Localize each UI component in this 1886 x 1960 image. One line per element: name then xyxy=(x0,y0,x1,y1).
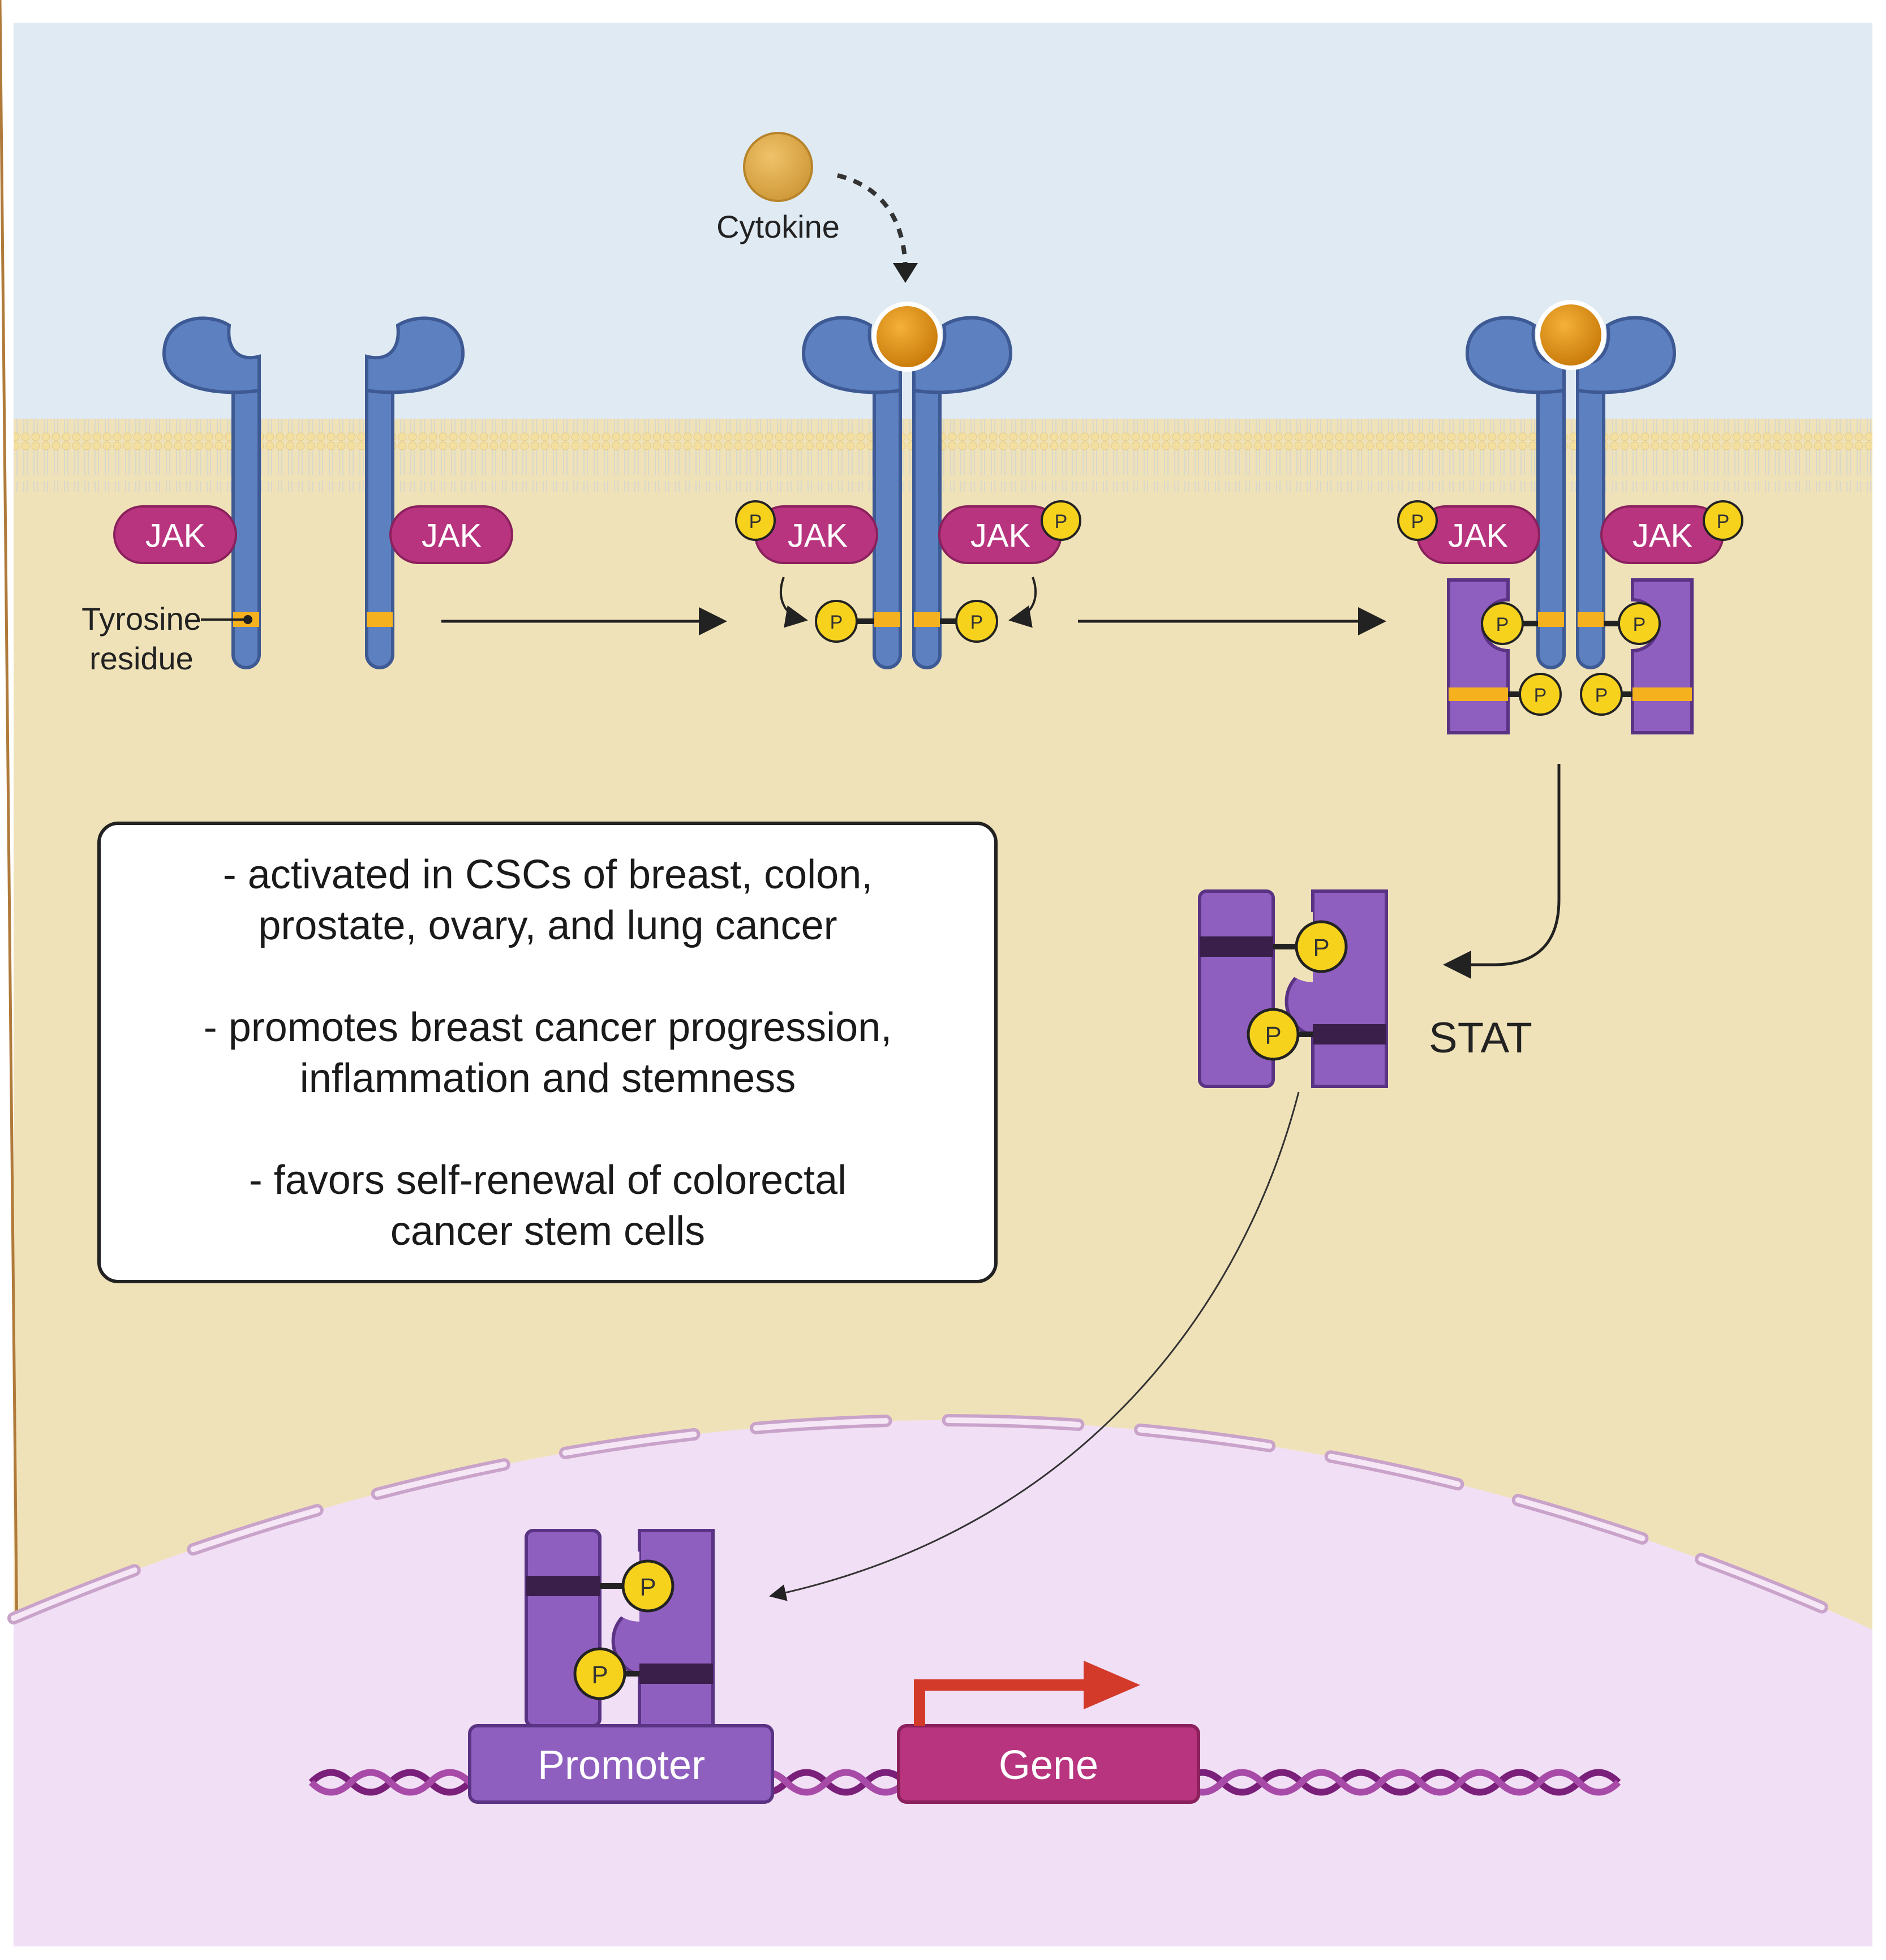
cytokine-binding-arrow xyxy=(837,173,908,272)
receptor-left-inactive xyxy=(162,316,261,669)
cytokine-arrowhead xyxy=(893,263,918,283)
transcription-start-arrow xyxy=(914,1661,1140,1726)
phosphorylation-arrow-right xyxy=(1008,577,1037,628)
cell-edge xyxy=(0,0,19,1641)
svg-text:Tyrosine: Tyrosine xyxy=(81,601,201,637)
jak-right-stage3: JAK P xyxy=(1600,500,1743,564)
receptor-right-inactive xyxy=(365,316,465,669)
svg-text:P: P xyxy=(1534,685,1547,706)
phospho-tyrosine-right-stage2: P xyxy=(940,600,998,643)
svg-text:P: P xyxy=(639,1574,656,1601)
cytokine-bound-stage2 xyxy=(872,302,942,372)
info-line-3: - promotes breast cancer progression, xyxy=(204,1005,892,1050)
info-box: - activated in CSCs of breast, colon, pr… xyxy=(97,822,998,1283)
svg-text:JAK: JAK xyxy=(145,518,206,555)
cytokine-bound-stage3 xyxy=(1536,300,1606,370)
info-line-4: inflammation and stemness xyxy=(300,1056,796,1101)
promoter-box: Promoter xyxy=(468,1724,774,1804)
svg-text:Gene: Gene xyxy=(999,1743,1098,1788)
stat-dimer-cytoplasm: P P xyxy=(1198,889,1388,1088)
svg-text:P: P xyxy=(1313,934,1329,962)
jak-left-stage2: JAK P xyxy=(735,500,878,564)
phospho-tyrosine-left-stage2: P xyxy=(815,600,874,643)
info-line-6: cancer stem cells xyxy=(390,1209,705,1254)
tyrosine-residue-label: Tyrosine residue xyxy=(81,601,252,676)
phosphorylation-arrow-left xyxy=(780,577,808,628)
svg-text:Promoter: Promoter xyxy=(538,1743,705,1788)
cytokine-label: Cytokine xyxy=(716,209,840,244)
svg-text:P: P xyxy=(970,612,983,633)
arrow-translocation xyxy=(769,1091,1300,1601)
svg-text:P: P xyxy=(830,612,843,633)
info-line-1: - activated in CSCs of breast, colon, xyxy=(223,852,873,897)
info-line-2: prostate, ovary, and lung cancer xyxy=(258,903,837,948)
svg-text:P: P xyxy=(1055,511,1068,532)
receptor-dimer-stage3 xyxy=(1465,316,1677,669)
svg-text:P: P xyxy=(1496,614,1509,635)
svg-text:JAK: JAK xyxy=(1448,518,1509,555)
receptor-dimer-stage2 xyxy=(801,316,1013,669)
jak-left-stage1: JAK xyxy=(113,505,237,564)
svg-text:residue: residue xyxy=(89,641,194,676)
cytokine-free xyxy=(743,132,813,202)
svg-text:P: P xyxy=(591,1661,608,1689)
svg-text:JAK: JAK xyxy=(970,518,1031,555)
arrow-to-stat-dimer xyxy=(1443,764,1561,979)
svg-text:P: P xyxy=(1595,685,1608,706)
gene-box: Gene xyxy=(897,1724,1200,1804)
svg-text:P: P xyxy=(1411,511,1424,532)
stat-right-stage3: P P xyxy=(1580,578,1694,734)
stat-left-stage3: P P xyxy=(1447,578,1562,734)
svg-text:P: P xyxy=(1633,614,1646,635)
stat-label: STAT xyxy=(1429,1014,1532,1062)
svg-text:JAK: JAK xyxy=(1632,518,1693,555)
info-line-5: - favors self-renewal of colorectal xyxy=(249,1158,847,1203)
jak-right-stage2: JAK P xyxy=(938,500,1081,564)
nuclear-envelope-inner xyxy=(11,1417,1875,1632)
svg-text:JAK: JAK xyxy=(788,518,848,555)
svg-text:P: P xyxy=(1717,511,1730,532)
svg-text:JAK: JAK xyxy=(422,518,482,555)
jak-right-stage1: JAK xyxy=(389,505,513,564)
jak-left-stage3: JAK P xyxy=(1397,500,1540,564)
stat-dimer-nucleus: P P xyxy=(525,1529,715,1727)
svg-text:P: P xyxy=(749,511,762,532)
svg-text:P: P xyxy=(1265,1022,1281,1050)
